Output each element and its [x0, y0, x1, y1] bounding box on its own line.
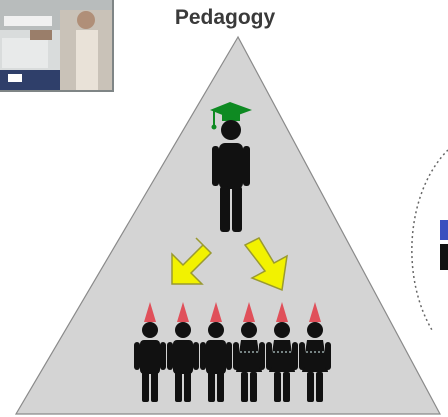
video-thumbnail — [0, 0, 114, 92]
student-figure-icon — [233, 302, 265, 402]
student-figure-icon — [299, 302, 331, 402]
right-side-element — [440, 244, 448, 270]
arrow-icon-right — [243, 237, 288, 292]
teacher-figure-icon — [212, 120, 250, 232]
diagram-title: Pedagogy — [174, 6, 276, 29]
graduation-cap-icon — [210, 102, 252, 130]
student-figure-icon — [200, 302, 232, 402]
video-thumbnail-image — [0, 0, 112, 90]
arrow-icon-left — [171, 237, 213, 285]
students-group — [134, 302, 331, 402]
right-side-element — [440, 220, 448, 240]
student-figure-icon — [134, 302, 166, 402]
dotted-circle-partial — [411, 149, 448, 331]
student-figure-icon — [266, 302, 298, 402]
student-figure-icon — [167, 302, 199, 402]
